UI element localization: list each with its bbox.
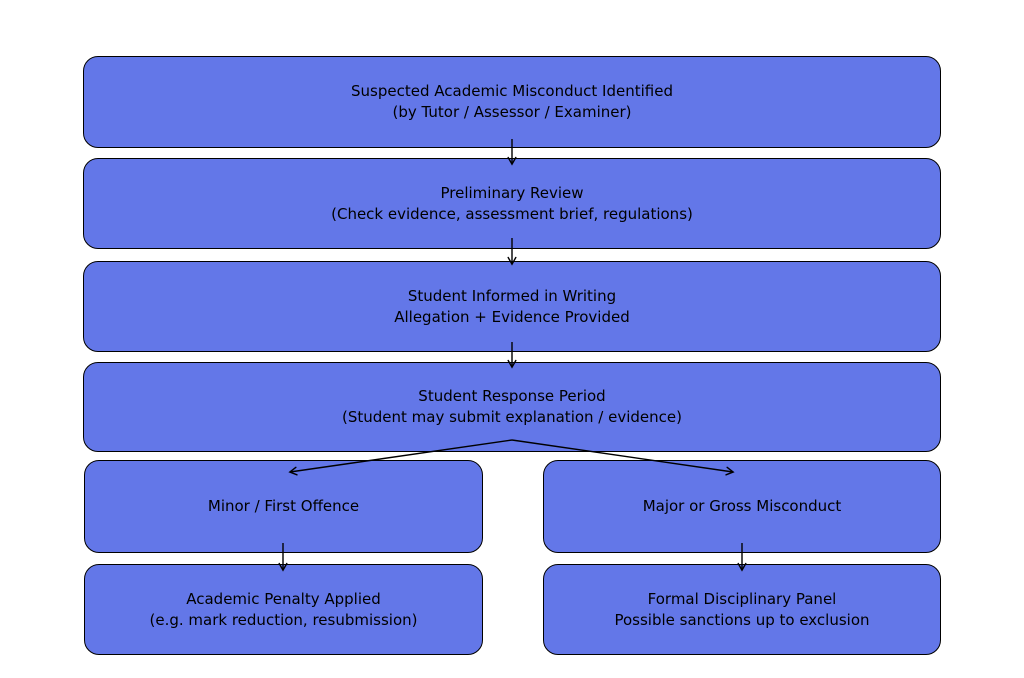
flow-node-label: Allegation + Evidence Provided: [394, 307, 630, 326]
flow-node-label: (e.g. mark reduction, resubmission): [149, 610, 418, 629]
flow-node-label: Major or Gross Misconduct: [642, 497, 842, 515]
flow-node-label: Academic Penalty Applied: [186, 589, 381, 608]
flow-node-label: Formal Disciplinary Panel: [647, 589, 837, 608]
flow-node-label: Preliminary Review: [440, 183, 584, 202]
flow-node-suspected-misconduct: Suspected Academic Misconduct Identified…: [83, 56, 941, 148]
flow-node-preliminary-review: Preliminary Review (Check evidence, asses…: [83, 158, 941, 249]
flow-node-label: Student Informed in Writing: [407, 286, 617, 305]
flow-node-label: Suspected Academic Misconduct Identified: [351, 82, 673, 100]
flow-node-major-gross-misconduct: Major or Gross Misconduct: [543, 460, 941, 553]
flow-node-label: Possible sanctions up to exclusion: [614, 610, 870, 629]
flow-node-label: Student Response Period: [418, 387, 606, 405]
flow-node-label: (Student may submit explanation / eviden…: [342, 408, 682, 426]
flow-node-label: (by Tutor / Assessor / Examiner): [392, 103, 632, 121]
flow-node-label: (Check evidence, assessment brief, regul…: [331, 204, 693, 223]
flow-node-student-response: Student Response Period (Student may subm…: [83, 362, 941, 452]
flow-node-minor-first-offence: Minor / First Offence: [84, 460, 483, 553]
flow-node-label: Minor / First Offence: [207, 497, 360, 515]
flow-node-academic-penalty: Academic Penalty Applied (e.g. mark reduc…: [84, 564, 483, 655]
